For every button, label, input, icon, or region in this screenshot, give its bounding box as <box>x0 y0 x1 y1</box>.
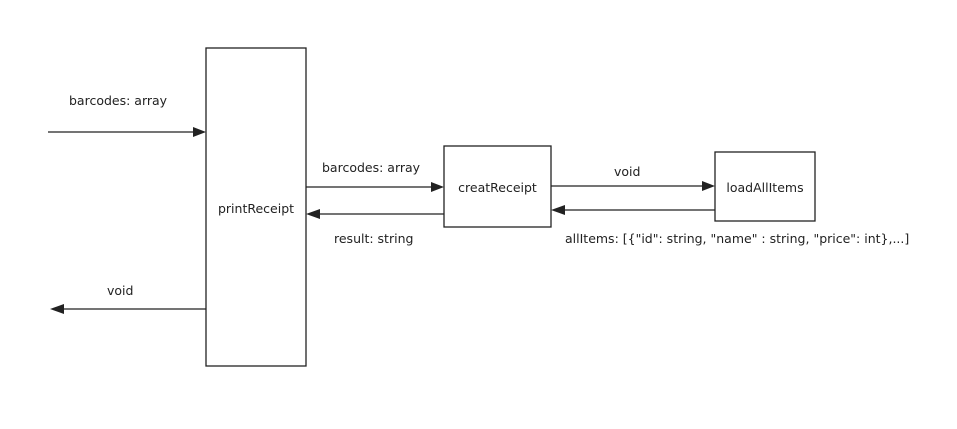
load-all-items-box <box>714 151 816 222</box>
creat-receipt-label: creatReceipt <box>458 180 537 195</box>
output-void-arrow: void <box>50 283 206 314</box>
to-load-all-items-arrow: void <box>551 164 715 191</box>
from-creat-receipt-label: result: string <box>334 231 413 246</box>
from-load-all-items-arrow: allItems: [{"id": string, "name" : strin… <box>551 205 909 246</box>
to-creat-receipt-label: barcodes: array <box>322 160 421 175</box>
arrowhead-left <box>50 304 64 314</box>
to-creat-receipt-arrow: barcodes: array <box>306 160 444 192</box>
arrowhead-right <box>431 182 444 192</box>
print-receipt-box <box>205 47 307 367</box>
from-load-all-items-label: allItems: [{"id": string, "name" : strin… <box>565 231 909 246</box>
from-creat-receipt-arrow: result: string <box>306 209 444 246</box>
load-all-items-label: loadAllItems <box>726 180 803 195</box>
arrowhead-left <box>551 205 565 215</box>
arrowhead-right <box>702 181 715 191</box>
print-receipt-node: printReceipt <box>205 47 307 367</box>
print-receipt-label: printReceipt <box>218 201 294 216</box>
creat-receipt-node: creatReceipt <box>443 145 552 228</box>
arrowhead-left <box>306 209 320 219</box>
input-barcodes-arrow: barcodes: array <box>48 93 206 137</box>
input-barcodes-label: barcodes: array <box>69 93 168 108</box>
to-load-all-items-label: void <box>614 164 640 179</box>
creat-receipt-box <box>443 145 552 228</box>
load-all-items-node: loadAllItems <box>714 151 816 222</box>
output-void-label: void <box>107 283 133 298</box>
arrowhead-right <box>193 127 206 137</box>
